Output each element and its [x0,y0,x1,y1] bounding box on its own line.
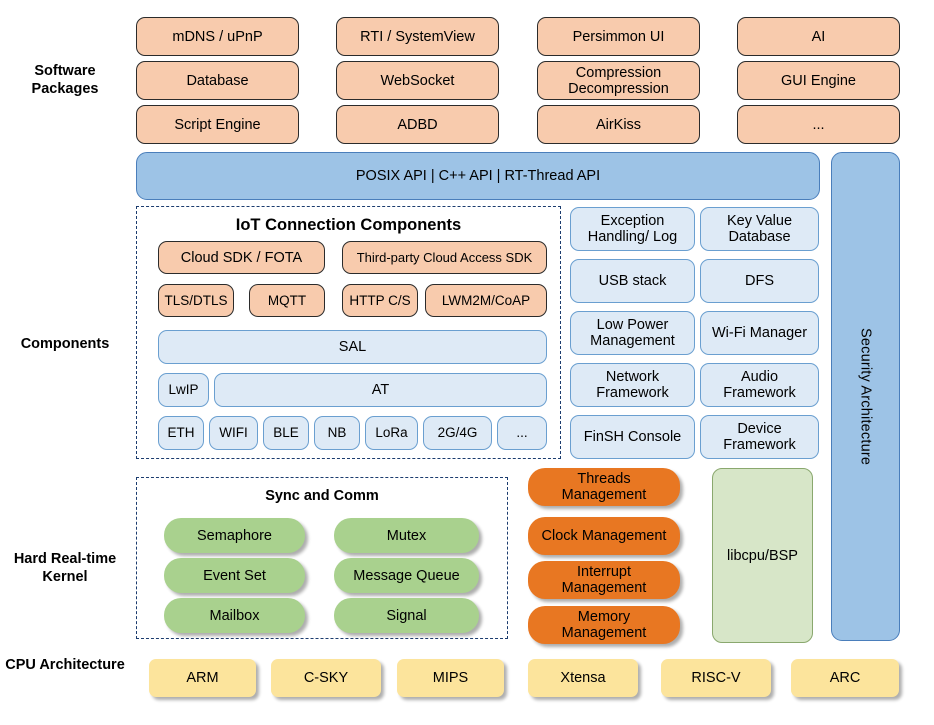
cpu-arch-arc[interactable]: ARC [791,659,899,697]
iot-group-title: IoT Connection Components [235,216,462,234]
iot-link-eth[interactable]: ETH [158,416,204,450]
iot-link-ble[interactable]: BLE [263,416,309,450]
component-dfs[interactable]: DFS [700,259,819,303]
kernel-threads-management[interactable]: Threads Management [528,468,680,506]
component-network-framework[interactable]: Network Framework [570,363,695,407]
security-architecture-bar[interactable]: Security Architecture [831,152,900,641]
package-compression-decompression[interactable]: Compression Decompression [537,61,700,100]
kernel-message-queue[interactable]: Message Queue [334,558,479,593]
libcpu-bsp[interactable]: libcpu/BSP [712,468,813,643]
iot-link-wifi[interactable]: WIFI [209,416,258,450]
package-gui-engine[interactable]: GUI Engine [737,61,900,100]
component-device-framework[interactable]: Device Framework [700,415,819,459]
sync-group-title: Sync and Comm [265,488,379,504]
iot-link-lora[interactable]: LoRa [365,416,418,450]
package-airkiss[interactable]: AirKiss [537,105,700,144]
iot-link-2g-4g[interactable]: 2G/4G [423,416,492,450]
cpu-arch-arm[interactable]: ARM [149,659,256,697]
component-usb-stack[interactable]: USB stack [570,259,695,303]
iot-lwm2m-coap[interactable]: LWM2M/CoAP [425,284,547,317]
kernel-interrupt-management[interactable]: Interrupt Management [528,561,680,599]
package-adbd[interactable]: ADBD [336,105,499,144]
iot-link-nb[interactable]: NB [314,416,360,450]
api-bar[interactable]: POSIX API | C++ API | RT-Thread API [136,152,820,200]
iot-lwip[interactable]: LwIP [158,373,209,407]
package-more[interactable]: ... [737,105,900,144]
iot-third-party-cloud-access-sdk[interactable]: Third-party Cloud Access SDK [342,241,547,274]
kernel-clock-management[interactable]: Clock Management [528,517,680,555]
iot-http-cs[interactable]: HTTP C/S [342,284,418,317]
iot-tls-dtls[interactable]: TLS/DTLS [158,284,234,317]
component-audio-framework[interactable]: Audio Framework [700,363,819,407]
kernel-event-set[interactable]: Event Set [164,558,305,593]
iot-mqtt[interactable]: MQTT [249,284,325,317]
rail-label-kernel: Hard Real-time Kernel [13,551,117,585]
iot-sal[interactable]: SAL [158,330,547,364]
rail-label-cpu: CPU Architecture [5,657,125,673]
component-finsh-console[interactable]: FinSH Console [570,415,695,459]
kernel-memory-management[interactable]: Memory Management [528,606,680,644]
iot-link-more[interactable]: ... [497,416,547,450]
kernel-mutex[interactable]: Mutex [334,518,479,553]
cpu-arch-c-sky[interactable]: C-SKY [271,659,381,697]
kernel-signal[interactable]: Signal [334,598,479,633]
kernel-semaphore[interactable]: Semaphore [164,518,305,553]
security-architecture-label: Security Architecture [857,327,874,466]
iot-at[interactable]: AT [214,373,547,407]
package-rti-systemview[interactable]: RTI / SystemView [336,17,499,56]
cpu-arch-mips[interactable]: MIPS [397,659,504,697]
rail-label-components: Components [20,336,110,352]
package-persimmon-ui[interactable]: Persimmon UI [537,17,700,56]
component-low-power-management[interactable]: Low Power Management [570,311,695,355]
package-script-engine[interactable]: Script Engine [136,105,299,144]
component-wifi-manager[interactable]: Wi-Fi Manager [700,311,819,355]
package-websocket[interactable]: WebSocket [336,61,499,100]
kernel-mailbox[interactable]: Mailbox [164,598,305,633]
rail-label-software-packages: Software Packages [31,63,99,97]
component-key-value-database[interactable]: Key Value Database [700,207,819,251]
cpu-arch-risc-v[interactable]: RISC-V [661,659,771,697]
package-mdns-upnp[interactable]: mDNS / uPnP [136,17,299,56]
component-exception-handling-log[interactable]: Exception Handling/ Log [570,207,695,251]
package-ai[interactable]: AI [737,17,900,56]
iot-cloud-sdk-fota[interactable]: Cloud SDK / FOTA [158,241,325,274]
package-database[interactable]: Database [136,61,299,100]
cpu-arch-xtensa[interactable]: Xtensa [528,659,638,697]
